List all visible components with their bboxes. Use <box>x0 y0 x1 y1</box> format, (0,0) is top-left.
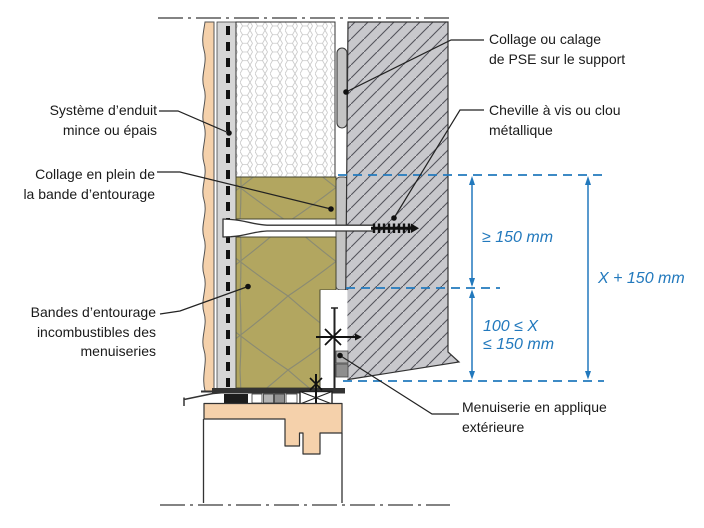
callout-enduit-line2: mince ou épais <box>62 121 157 138</box>
frame-fixing-screw <box>316 328 362 346</box>
callout-bandes-line2: incombustibles des <box>36 323 156 340</box>
break-lines <box>158 17 450 506</box>
leader-dot-collage-bande <box>328 206 334 212</box>
anchor-screw-thread <box>371 223 419 233</box>
dim-label-lower-line2: ≤ 150 mm <box>483 336 555 353</box>
dim-label-lower-line1: 100 ≤ X <box>483 318 539 335</box>
leader-dot-collage-pse <box>343 89 349 95</box>
callout-collage-bande: Collage en plein de la bande d’entourage <box>23 165 155 204</box>
dim-arrow-lower <box>469 289 475 380</box>
pse-honeycomb-texture <box>235 21 336 178</box>
callout-enduit: Système d’enduit mince ou épais <box>50 101 157 140</box>
leader-dot-enduit <box>226 130 232 136</box>
leader-dot-cheville <box>391 215 397 221</box>
callout-cheville-line1: Cheville à vis ou clou <box>489 102 621 118</box>
block-white-2 <box>285 393 298 404</box>
block-gray-2 <box>274 393 285 404</box>
callout-leaders <box>157 39 484 415</box>
sill-assembly <box>183 374 345 503</box>
anchor-cheville <box>222 218 419 238</box>
leader-collage-pse <box>345 39 484 93</box>
callout-collage-bande-line1: Collage en plein de <box>35 166 155 182</box>
frame-head-dark-band <box>212 388 345 394</box>
callout-enduit-line1: Système d’enduit <box>49 102 157 118</box>
callout-bandes-line3: menuiseries <box>80 343 156 359</box>
block-white-1 <box>251 393 263 404</box>
render-finish-layer <box>202 21 215 392</box>
dim-label-lower: 100 ≤ X ≤ 150 mm <box>483 318 554 354</box>
callout-collage-bande-line2: la bande d’entourage <box>23 185 155 202</box>
callout-bandes: Bandes d’entourage incombustibles des me… <box>31 303 156 362</box>
callout-collage-pse-line2: de PSE sur le support <box>489 50 626 67</box>
leader-dot-bandes <box>245 283 251 290</box>
support-wall <box>344 21 461 381</box>
block-black <box>224 394 248 403</box>
leader-menuiserie <box>339 354 459 415</box>
callout-menuiserie: Menuiserie en applique extérieure <box>462 398 607 437</box>
dim-label-total: X + 150 mm <box>598 270 685 287</box>
dim-label-upper: ≥ 150 mm <box>482 229 554 246</box>
frame-shim-lower <box>335 363 349 378</box>
callout-menuiserie-line1: Menuiserie en applique <box>462 399 607 415</box>
callout-bandes-line1: Bandes d’entourage <box>30 304 156 320</box>
leader-enduit <box>159 110 230 134</box>
callout-cheville: Cheville à vis ou clou métallique <box>489 101 621 140</box>
frame-head-profile <box>203 402 343 455</box>
leader-bandes <box>159 285 249 315</box>
etics-system <box>202 21 349 392</box>
block-gray-1 <box>263 393 274 404</box>
pse-glue-pad <box>336 47 348 129</box>
dim-arrow-total <box>585 176 591 380</box>
dimension-lines <box>338 174 604 382</box>
callout-collage-pse-line1: Collage ou calage <box>489 31 602 47</box>
support-wall-hatch <box>344 21 461 381</box>
callout-cheville-line2: métallique <box>489 121 553 138</box>
leader-dot-menuiserie <box>337 352 343 359</box>
dim-arrow-upper <box>469 176 475 287</box>
callout-menuiserie-line2: extérieure <box>462 418 525 435</box>
callout-collage-pse: Collage ou calage de PSE sur le support <box>489 30 625 69</box>
leader-collage-bande <box>157 171 332 210</box>
leader-cheville <box>393 109 484 219</box>
